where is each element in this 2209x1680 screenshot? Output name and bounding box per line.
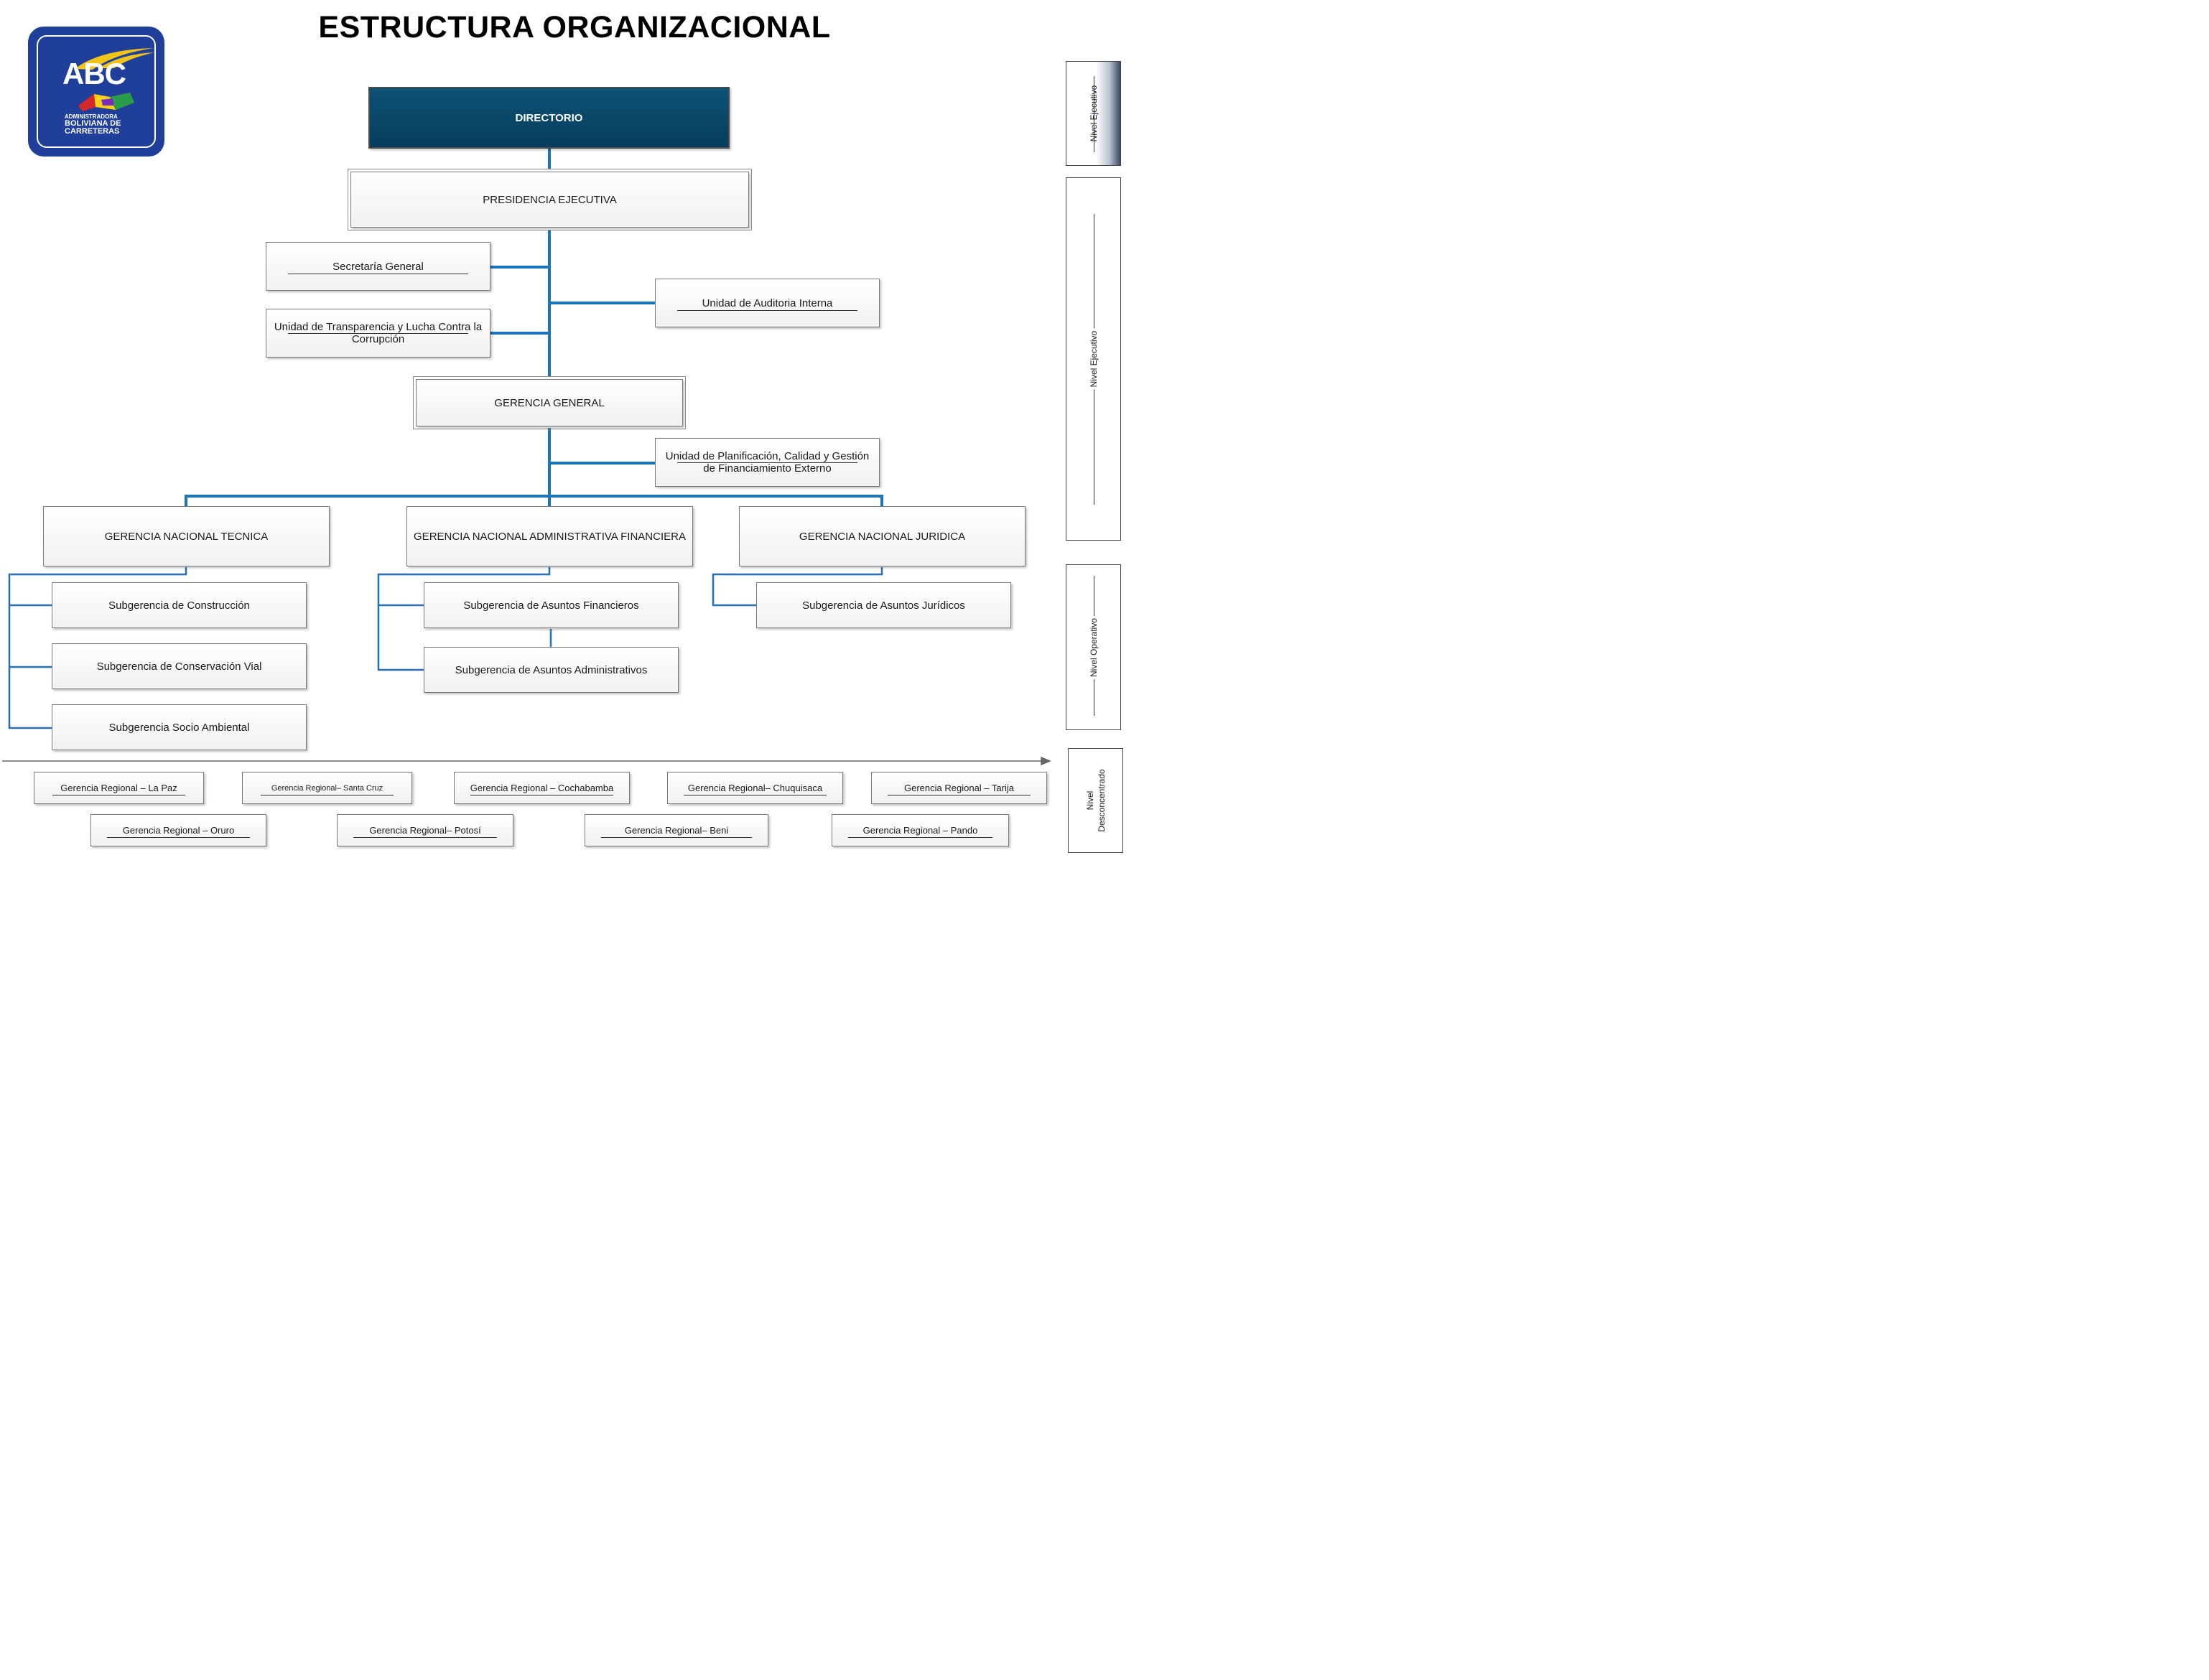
regional-label: Gerencia Regional– Potosí (369, 825, 481, 836)
level-label: Nivel (1084, 790, 1095, 811)
node-sub-financieros: Subgerencia de Asuntos Financieros (424, 582, 679, 628)
logo-line1: ADMINISTRADORA (65, 113, 118, 120)
node-gn-tecnica: GERENCIA NACIONAL TECNICA (43, 506, 330, 566)
connector-tecnica-branch (8, 567, 187, 729)
logo-line3: CARRETERAS (65, 127, 120, 136)
node-directorio: DIRECTORIO (368, 87, 730, 149)
node-regional-potosi: Gerencia Regional– Potosí (337, 814, 513, 846)
node-gn-juridica-label: GERENCIA NACIONAL JURIDICA (799, 530, 966, 543)
node-auditoria: Unidad de Auditoria Interna (655, 279, 880, 327)
node-presidencia-label: PRESIDENCIA EJECUTIVA (483, 193, 617, 206)
node-sub-administrativos: Subgerencia de Asuntos Administrativos (424, 647, 679, 693)
regional-label: Gerencia Regional – Pando (862, 825, 978, 836)
node-regional-beni: Gerencia Regional– Beni (585, 814, 768, 846)
level-bar-ejecutivo-2: Nivel Ejecutivo (1066, 177, 1121, 541)
node-sub-construccion-label: Subgerencia de Construcción (108, 599, 250, 612)
node-gn-administrativa-label: GERENCIA NACIONAL ADMINISTRATIVA FINANCI… (414, 530, 686, 543)
node-gn-juridica: GERENCIA NACIONAL JURIDICA (739, 506, 1026, 566)
node-regional-oruro: Gerencia Regional – Oruro (90, 814, 266, 846)
level-label: Nivel Ejecutivo (1088, 328, 1099, 390)
logo-abbr: ABC (62, 57, 126, 90)
node-regional-cochabamba: Gerencia Regional – Cochabamba (454, 772, 630, 804)
node-regional-chuquisaca: Gerencia Regional– Chuquisaca (667, 772, 843, 804)
level-label: Desconcentrado (1096, 769, 1107, 832)
node-secretaria-label: Secretaría General (332, 260, 424, 273)
node-auditoria-label: Unidad de Auditoria Interna (702, 297, 833, 309)
regional-label: Gerencia Regional – La Paz (60, 783, 177, 793)
node-presidencia: PRESIDENCIA EJECUTIVA (348, 169, 752, 230)
connector-admin-branch (377, 567, 551, 671)
regional-label: Gerencia Regional– Beni (624, 825, 729, 836)
node-regional-pando: Gerencia Regional – Pando (832, 814, 1009, 846)
node-sub-socio-label: Subgerencia Socio Ambiental (108, 721, 250, 734)
level-label: Nivel Ejecutivo (1088, 85, 1099, 142)
node-transparencia: Unidad de Transparencia y Lucha Contra l… (266, 309, 490, 358)
underline (848, 837, 992, 838)
node-sub-juridicos: Subgerencia de Asuntos Jurídicos (756, 582, 1011, 628)
regional-label: Gerencia Regional– Santa Cruz (271, 783, 383, 793)
node-regional-la-paz: Gerencia Regional – La Paz (34, 772, 204, 804)
underline (353, 837, 497, 838)
separator-arrow-head (1041, 756, 1051, 766)
underline (288, 333, 468, 334)
node-gerencia-general-label: GERENCIA GENERAL (494, 396, 605, 409)
node-sub-construccion: Subgerencia de Construcción (52, 582, 307, 628)
page-title: ESTRUCTURA ORGANIZACIONAL (318, 10, 831, 45)
regional-label: Gerencia Regional – Cochabamba (470, 783, 614, 793)
level-bar-operativo: Nivel Operativo (1066, 564, 1121, 730)
node-gerencia-general: GERENCIA GENERAL (413, 376, 686, 429)
node-regional-tarija: Gerencia Regional – Tarija (871, 772, 1047, 804)
node-sub-administrativos-label: Subgerencia de Asuntos Administrativos (455, 663, 648, 676)
underline (601, 837, 752, 838)
connector-lines (2, 149, 1051, 766)
regional-label: Gerencia Regional – Oruro (122, 825, 235, 836)
road-swoosh-icon (75, 48, 154, 70)
underline (107, 837, 250, 838)
logo-line2: BOLIVIANA DE (65, 119, 121, 128)
regional-label: Gerencia Regional– Chuquisaca (687, 783, 823, 793)
node-sub-juridicos-label: Subgerencia de Asuntos Jurídicos (802, 599, 965, 612)
node-transparencia-label: Unidad de Transparencia y Lucha Contra l… (274, 321, 483, 345)
wiphala-icon (78, 93, 134, 111)
node-planificacion: Unidad de Planificación, Calidad y Gesti… (655, 438, 880, 487)
node-secretaria: Secretaría General (266, 242, 490, 291)
level-bar-ejecutivo-1: Nivel Ejecutivo (1066, 61, 1121, 166)
connector-juridica-branch (712, 567, 883, 607)
logo-subtitle: ADMINISTRADORA BOLIVIANA DE CARRETERAS (65, 113, 144, 136)
regional-label: Gerencia Regional – Tarija (904, 783, 1014, 793)
node-sub-socio: Subgerencia Socio Ambiental (52, 704, 307, 750)
node-directorio-label: DIRECTORIO (515, 111, 583, 124)
node-sub-financieros-label: Subgerencia de Asuntos Financieros (463, 599, 639, 612)
underline (677, 462, 857, 463)
logo-frame (37, 35, 156, 148)
node-planificacion-label: Unidad de Planificación, Calidad y Gesti… (665, 450, 870, 475)
level-label: Nivel Operativo (1088, 615, 1099, 679)
abc-logo: ABC ADMINISTRADORA BOLIVIANA DE CARRETER… (28, 27, 164, 157)
underline (677, 310, 857, 311)
node-sub-conservacion: Subgerencia de Conservación Vial (52, 643, 307, 689)
node-sub-conservacion-label: Subgerencia de Conservación Vial (96, 660, 262, 673)
node-gn-administrativa: GERENCIA NACIONAL ADMINISTRATIVA FINANCI… (406, 506, 693, 566)
node-gn-tecnica-label: GERENCIA NACIONAL TECNICA (104, 530, 269, 543)
node-regional-santa-cruz: Gerencia Regional– Santa Cruz (242, 772, 412, 804)
level-bar-desconcentrado: Nivel Desconcentrado (1068, 748, 1123, 853)
